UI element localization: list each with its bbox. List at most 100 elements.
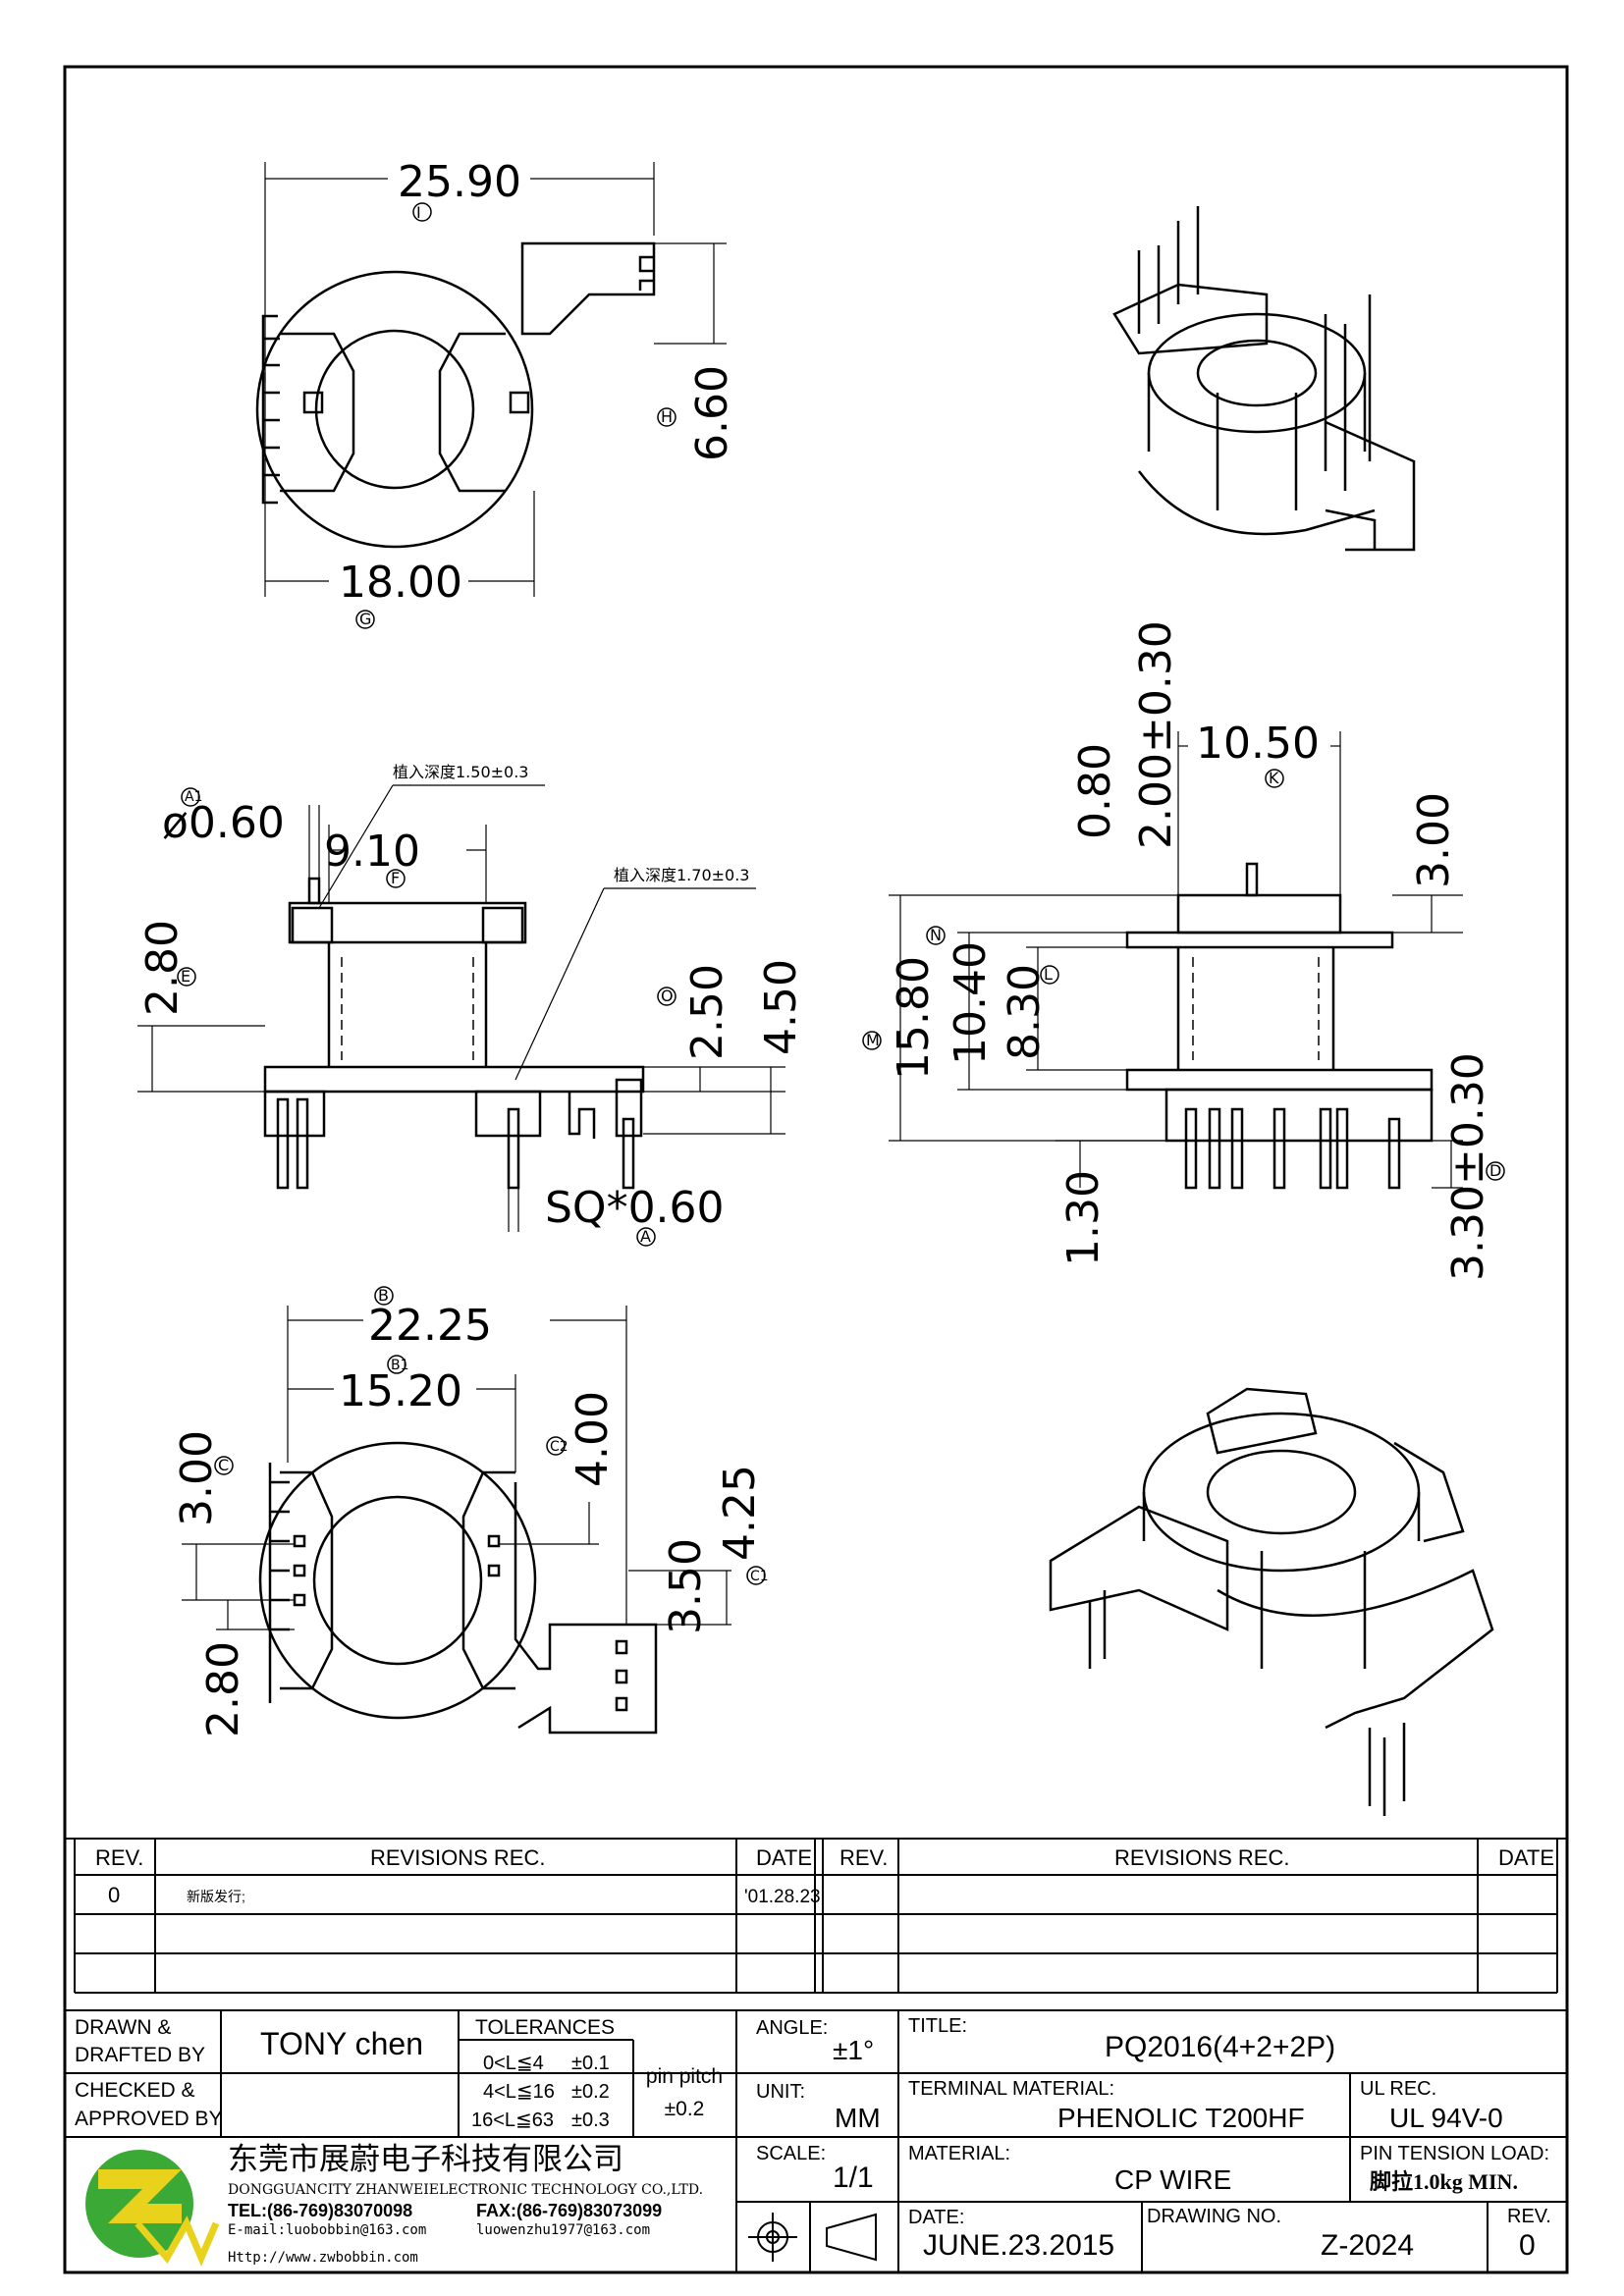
material-label: MATERIAL: <box>908 2143 1010 2164</box>
drawn-label-2: DRAFTED BY <box>75 2044 205 2066</box>
material-value: CP WIRE <box>1114 2164 1231 2195</box>
note-insertion-depth-top: 植入深度1.50±0.3 <box>393 763 528 781</box>
dim-front-left: 2.80 <box>137 920 188 1016</box>
company-email: E-mail:luobobbin@163.com <box>228 2222 426 2238</box>
company-name-en: DONGGUANCITY ZHANWEIELECTRONIC TECHNOLOG… <box>228 2182 703 2198</box>
drawing-no-value: Z-2024 <box>1321 2229 1414 2262</box>
revision-row-date: '01.28.23 <box>744 1887 821 1907</box>
dim-front-right-a-tag: O <box>661 987 674 1005</box>
drawn-value: TONY chen <box>260 2026 423 2061</box>
scale-value: 1/1 <box>833 2162 874 2194</box>
company-tel: TEL:(86-769)83070098 <box>228 2201 412 2220</box>
rec-header-right: REVISIONS REC. <box>1114 1845 1289 1870</box>
dim-side-1040-tag: N <box>930 926 942 944</box>
dim-bottom-425-tag: C1 <box>750 1569 769 1584</box>
company-logo <box>85 2150 220 2267</box>
dim-bottom-350: 3.50 <box>661 1538 711 1634</box>
checked-label-1: CHECKED & <box>75 2079 195 2102</box>
dim-side-300: 3.00 <box>1409 792 1459 888</box>
dim-side-330: 3.30±0.30 <box>1443 1052 1493 1281</box>
date-header-left: DATE <box>756 1845 812 1870</box>
pin-tension-label: PIN TENSION LOAD: <box>1360 2143 1549 2164</box>
dim-front-right-a: 2.50 <box>682 964 732 1060</box>
bobbin-isometric-top <box>1112 206 1416 552</box>
date-header-right: DATE <box>1498 1845 1554 1870</box>
tol-value-3: ±0.3 <box>571 2109 610 2131</box>
dim-bottom-400: 4.00 <box>568 1391 618 1487</box>
pin-tension-value: 脚拉1.0kg MIN. <box>1370 2169 1518 2194</box>
company-email2: luowenzhu1977@163.com <box>476 2222 650 2238</box>
dim-front-pin-sq: SQ*0.60 <box>545 1183 725 1233</box>
bottom-view <box>182 1306 731 1735</box>
dim-top-height: 6.60 <box>687 365 737 461</box>
tol-range-3: 16<L≦63 <box>471 2109 554 2131</box>
title-block-text: DRAWN & DRAFTED BY TONY chen CHECKED & A… <box>75 2015 1551 2262</box>
note-insertion-depth-side: 植入深度1.70±0.3 <box>614 866 749 884</box>
sheet-border <box>63 65 1569 2274</box>
dim-front-pin-dia: ø0.60 <box>162 798 285 848</box>
ul-label: UL REC. <box>1360 2078 1436 2100</box>
dim-bottom-280: 2.80 <box>198 1641 248 1737</box>
top-view <box>255 162 727 597</box>
tag-circles <box>177 202 1505 1585</box>
revision-row-rev: 0 <box>108 1883 120 1907</box>
revision-table-text: REV. REVISIONS REC. DATE REV. REVISIONS … <box>95 1845 1554 1907</box>
revision-table <box>65 1838 1567 1994</box>
checked-label-2: APPROVED BY <box>75 2108 223 2130</box>
dim-bottom-300: 3.00 <box>172 1430 222 1526</box>
date-label: DATE: <box>908 2207 964 2228</box>
dim-side-1040: 10.40 <box>946 941 996 1065</box>
dim-front-flange: 9.10 <box>324 827 420 877</box>
angle-value: ±1° <box>833 2035 874 2065</box>
drawn-label-1: DRAWN & <box>75 2016 171 2039</box>
pin-pitch-value: ±0.2 <box>665 2098 705 2120</box>
dim-top-width-tag: I <box>416 203 421 222</box>
dim-top-width: 25.90 <box>398 157 521 207</box>
tol-range-1: 0<L≦4 <box>483 2053 544 2074</box>
dim-bottom-2225-tag: B <box>378 1286 389 1305</box>
dim-side-1580-tag: M <box>866 1031 880 1049</box>
tol-value-1: ±0.1 <box>571 2053 610 2074</box>
company-website: Http://www.zwbobbin.com <box>228 2250 418 2266</box>
tolerances-label: TOLERANCES <box>475 2016 615 2039</box>
pin-pitch-label: pin pitch <box>646 2065 723 2088</box>
rev-header-right: REV. <box>839 1845 888 1870</box>
dim-side-080: 0.80 <box>1070 743 1120 839</box>
dim-side-1580: 15.80 <box>889 956 939 1080</box>
dim-bottom-400-tag: C2 <box>550 1439 568 1455</box>
dim-top-height-tag: H <box>661 407 673 426</box>
rec-header-left: REVISIONS REC. <box>370 1845 545 1870</box>
dim-top-bottom-tag: G <box>359 610 371 628</box>
dim-side-830: 8.30 <box>1000 964 1050 1060</box>
company-info: 东莞市展蔚电子科技有限公司 DONGGUANCITY ZHANWEIELECTR… <box>228 2142 703 2266</box>
company-name-cn: 东莞市展蔚电子科技有限公司 <box>228 2142 623 2177</box>
tol-range-2: 4<L≦16 <box>483 2081 555 2103</box>
unit-label: UNIT: <box>756 2081 805 2103</box>
dim-bottom-1520: 15.20 <box>339 1366 462 1416</box>
dim-bottom-2225: 22.25 <box>368 1301 492 1351</box>
title-value: PQ2016(4+2+2P) <box>1105 2031 1335 2063</box>
terminal-label: TERMINAL MATERIAL: <box>908 2078 1114 2100</box>
rev-label: REV. <box>1507 2206 1551 2227</box>
date-value: JUNE.23.2015 <box>923 2229 1114 2262</box>
dim-front-pin-sq-tag: A <box>640 1227 651 1246</box>
side-view <box>889 731 1463 1190</box>
dim-side-200: 2.00±0.30 <box>1131 620 1181 849</box>
company-fax: FAX:(86-769)83073099 <box>476 2201 662 2220</box>
rev-value: 0 <box>1519 2229 1536 2262</box>
dim-bottom-300-tag: C <box>218 1456 229 1474</box>
dim-front-left-tag: E <box>181 967 190 986</box>
dim-front-flange-tag: F <box>391 869 400 887</box>
dim-top-bottom: 18.00 <box>339 558 462 608</box>
rev-header-left: REV. <box>95 1845 143 1870</box>
front-view <box>137 784 785 1232</box>
dim-bottom-425: 4.25 <box>715 1465 765 1561</box>
scale-label: SCALE: <box>756 2143 826 2164</box>
bobbin-isometric-bottom <box>1049 1387 1494 1816</box>
dim-bottom-1520-tag: B1 <box>391 1358 409 1373</box>
title-label: TITLE: <box>908 2015 967 2037</box>
dim-side-330-tag: D <box>1489 1161 1501 1180</box>
title-block-grid <box>65 2009 1567 2272</box>
dimension-labels: 25.90 I 6.60 H 18.00 G ø0.60 A1 9.10 F 2… <box>137 157 1501 1737</box>
